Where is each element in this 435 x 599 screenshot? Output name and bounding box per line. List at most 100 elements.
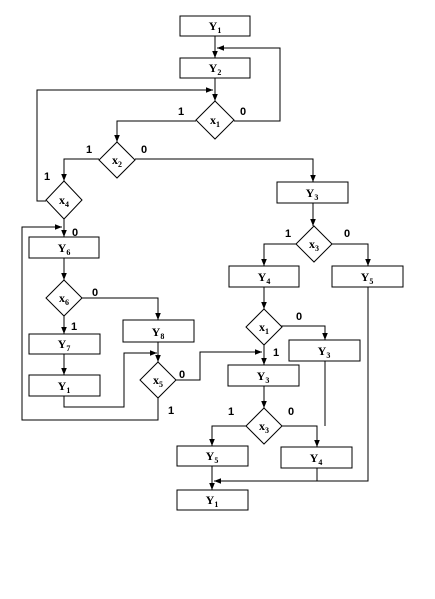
decision-x6: x6 [45,279,83,317]
node-name: Y [152,325,161,339]
decision-x3-low: x3 [245,407,283,445]
node-subscript: 1 [214,500,218,509]
decision-name: x [112,153,118,167]
edge-x2-no-to-y3 [135,158,316,182]
decision-x2: x2 [98,141,136,179]
branch-x1-mid-no: 0 [296,311,302,323]
node-subscript: 7 [66,344,70,353]
svg-text:Y6: Y6 [58,241,71,257]
svg-text:x1: x1 [210,113,220,129]
node-name: Y [310,451,319,465]
edge-x5-no-to-y3 [176,349,262,381]
node-subscript: 6 [66,248,70,257]
branch-x1-top-yes: 1 [178,106,184,118]
node-y5-right: Y5 [331,265,404,288]
node-name: Y [306,186,315,200]
branch-x1-mid-yes: 1 [273,347,279,359]
node-y1-left: Y1 [28,374,101,397]
node-subscript: 1 [66,386,70,395]
decision-x1-mid: x1 [245,308,283,346]
branch-x2-no: 0 [141,144,147,156]
branch-labels: 1 0 1 0 1 0 1 0 0 1 0 1 0 1 1 0 [44,106,350,418]
edge-x4-yes-loop [36,87,213,202]
node-subscript: 1 [217,26,221,35]
node-y5-low: Y5 [176,445,249,467]
edge-y5-right-merge [214,287,369,484]
svg-text:Y7: Y7 [58,337,71,353]
svg-text:x3: x3 [259,419,269,435]
decision-subscript: 3 [265,426,269,435]
node-y6: Y6 [28,236,100,259]
node-subscript: 3 [314,193,318,202]
decision-subscript: 2 [118,160,122,169]
branch-x3-low-no: 0 [288,406,294,418]
decision-name: x [309,237,315,251]
node-subscript: 3 [265,376,269,385]
edge-x3-yes-to-y4 [261,243,297,266]
svg-text:Y5: Y5 [361,270,374,286]
node-subscript: 4 [266,277,270,286]
edge-x1-no-loop [217,45,281,122]
decision-name: x [210,113,216,127]
branch-x5-yes: 1 [168,405,174,417]
decision-x5: x5 [139,361,177,399]
edge-x2-yes-to-x4 [61,158,99,181]
node-name: Y [209,61,218,75]
branch-x1-top-no: 0 [240,106,246,118]
svg-text:Y2: Y2 [209,61,222,77]
node-y8: Y8 [122,319,195,343]
node-name: Y [209,19,218,33]
svg-text:Y4: Y4 [258,270,271,286]
svg-text:Y4: Y4 [310,451,323,467]
node-subscript: 2 [217,68,221,77]
decision-name: x [59,193,65,207]
node-y1-bottom: Y1 [176,489,249,511]
node-name: Y [258,270,267,284]
svg-text:Y1: Y1 [206,493,219,509]
node-y4-low: Y4 [280,446,353,469]
branch-x4-no: 0 [72,227,78,239]
branch-x3-low-yes: 1 [228,406,234,418]
decision-name: x [153,373,159,387]
edge-y1-to-x5 [63,350,157,408]
node-subscript: 3 [326,351,330,360]
node-name: Y [318,344,327,358]
decision-subscript: 1 [265,327,269,336]
decision-subscript: 6 [65,298,69,307]
edge-x1-no-to-y3 [281,325,328,340]
node-name: Y [361,270,370,284]
decision-name: x [259,320,265,334]
node-y3-right: Y3 [276,181,349,204]
svg-text:x1: x1 [259,320,269,336]
node-name: Y [206,449,215,463]
node-subscript: 5 [214,456,218,465]
branch-x3-right-no: 0 [344,228,350,240]
svg-text:x4: x4 [59,193,69,209]
node-y4-mid: Y4 [228,265,300,288]
node-name: Y [206,493,215,507]
svg-text:Y3: Y3 [318,344,331,360]
branch-x3-right-yes: 1 [285,228,291,240]
edge-x3-no-to-y5 [331,243,371,266]
svg-text:x2: x2 [112,153,122,169]
svg-text:Y1: Y1 [209,19,222,35]
svg-text:x3: x3 [309,237,319,253]
node-subscript: 5 [369,277,373,286]
svg-text:x5: x5 [153,373,163,389]
edges [21,36,371,490]
decision-x1-top: x1 [195,100,235,140]
decision-name: x [259,419,265,433]
node-name: Y [58,379,67,393]
node-subscript: 8 [160,332,164,341]
node-name: Y [257,369,266,383]
node-y3-mid2: Y3 [227,364,300,387]
edge-x5-yes-loop [21,224,159,421]
edge-x1-yes-to-x2 [114,120,196,142]
node-name: Y [58,337,67,351]
decision-x4: x4 [45,180,83,220]
edge-x3-no-to-y4 [281,425,320,447]
decision-subscript: 4 [65,200,69,209]
svg-text:Y3: Y3 [306,186,319,202]
node-subscript: 4 [318,458,322,467]
